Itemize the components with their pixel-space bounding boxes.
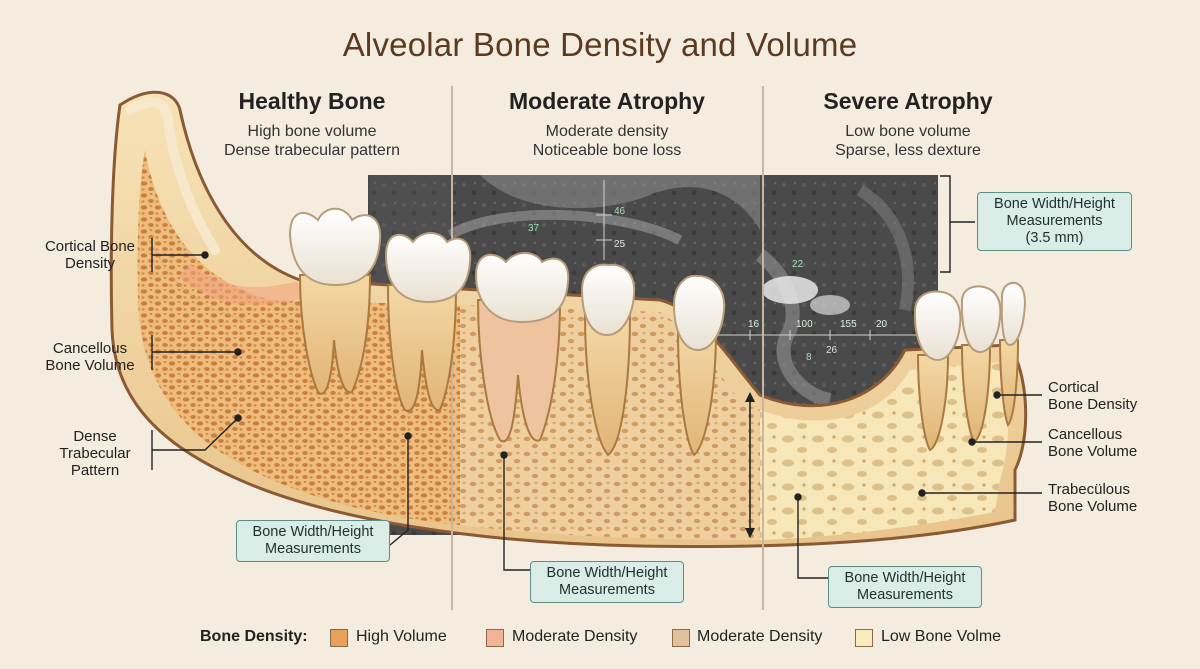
label-right-trabecular: Trabecülous Bone Volume: [1048, 481, 1138, 515]
measure-box-right: Bone Width/Height Measurements: [828, 566, 982, 608]
ct-mark-155: 155: [840, 319, 857, 330]
measure-box-left: Bone Width/Height Measurements: [236, 520, 390, 562]
legend-swatch-moderate-density-2: [672, 629, 690, 647]
mandible-bone: [109, 90, 1028, 549]
label-left-cortical: Cortical Bone Density: [44, 238, 136, 272]
legend-label-high-volume: High Volume: [356, 628, 447, 645]
column-severe-line1: Low bone volume: [845, 123, 971, 140]
tooth-premolar-1: [580, 263, 636, 457]
column-moderate-line2: Noticeable bone loss: [532, 142, 682, 159]
column-healthy-line1: High bone volume: [247, 123, 377, 140]
column-moderate-heading: Moderate Atrophy: [509, 88, 705, 114]
column-moderate-line1: Moderate density: [545, 123, 669, 140]
label-left-cancellous: Cancellous Bone Volume: [45, 340, 135, 374]
column-healthy: Healthy Bone High bone volume Dense trab…: [162, 88, 462, 160]
measure-box-middle: Bone Width/Height Measurements: [530, 561, 684, 603]
legend-title: Bone Density:: [200, 628, 308, 645]
tooth-molar-2: [384, 232, 472, 413]
page-title: Alveolar Bone Density and Volume: [342, 26, 858, 63]
legend-label-moderate-density-1: Moderate Density: [512, 628, 638, 645]
ct-mark-26: 26: [826, 345, 838, 356]
ct-mark-25: 25: [614, 239, 626, 250]
legend-swatch-moderate-density-1: [486, 629, 504, 647]
label-right-cortical: Cortical Bone Density: [1048, 379, 1138, 413]
height-measure-arrow: [745, 392, 755, 538]
label-right-cancellous: Cancellous Bone Volume: [1048, 426, 1138, 460]
column-healthy-line2: Dense trabecular pattern: [223, 142, 401, 159]
right-leader-lines: [918, 175, 1042, 497]
legend-swatch-low-bone-volume: [855, 629, 873, 647]
ct-mark-16: 16: [748, 319, 760, 330]
teeth: [288, 207, 1026, 457]
column-severe-line2: Sparse, less dexture: [835, 142, 981, 159]
tooth-molar-1: [288, 207, 382, 395]
ct-mark-37: 37: [528, 223, 540, 234]
legend: Bone Density: High Volume Moderate Densi…: [0, 626, 1200, 652]
tooth-right-3: [998, 281, 1026, 427]
left-leader-lines: [151, 238, 828, 579]
tooth-right-2: [960, 285, 1002, 444]
tooth-molar-3: [474, 252, 570, 443]
tooth-premolar-2: [672, 274, 726, 457]
column-severe: Severe Atrophy Low bone volume Sparse, l…: [758, 88, 1058, 160]
ct-mark-100: 100: [796, 319, 813, 330]
ct-mark-22: 22: [792, 259, 804, 270]
measure-box-top-right: Bone Width/Height Measurements (3.5 mm): [977, 192, 1132, 251]
column-healthy-heading: Healthy Bone: [238, 88, 386, 114]
column-moderate: Moderate Atrophy Moderate density Notice…: [457, 88, 757, 160]
ct-mark-20: 20: [876, 319, 888, 330]
ct-mark-46: 46: [614, 206, 626, 217]
label-left-dense-trabecular: Dense Trabecular Pattern: [59, 428, 131, 479]
column-severe-heading: Severe Atrophy: [823, 88, 993, 114]
tooth-right-1: [913, 290, 962, 452]
legend-swatch-high-volume: [330, 629, 348, 647]
ct-mark-8: 8: [806, 352, 812, 363]
legend-label-low-bone-volume: Low Bone Volme: [881, 628, 1002, 645]
legend-label-moderate-density-2: Moderate Density: [697, 628, 823, 645]
